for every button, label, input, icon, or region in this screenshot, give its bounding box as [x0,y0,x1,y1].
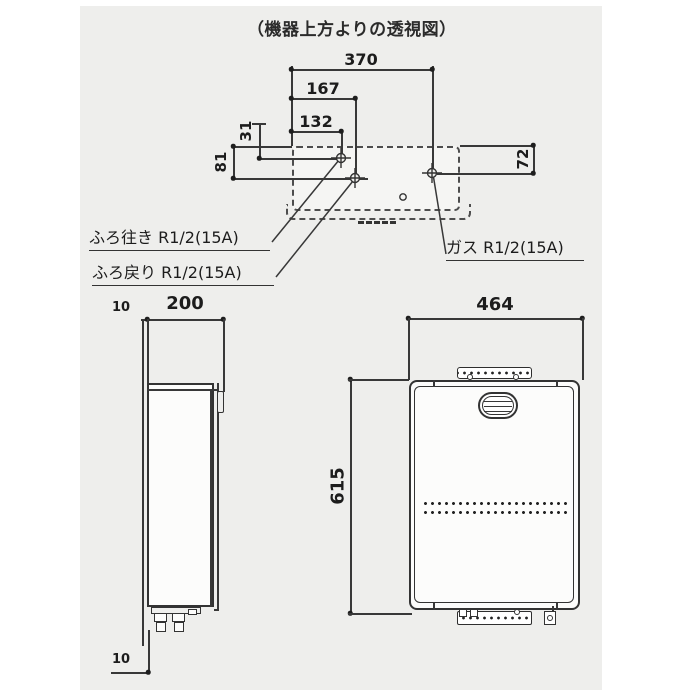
dim-615: 615 [327,467,349,505]
dim-dot [256,155,262,161]
dim-dot [288,128,294,134]
ext-line [355,98,357,181]
ext-line [259,158,341,160]
ext-line [291,66,293,146]
label-gas: ガス R1/2(15A) [446,234,584,261]
ext-line [432,66,434,178]
dim-dot [338,128,344,134]
ext-line [437,173,533,175]
ext-line [348,379,409,381]
side-fitting [172,613,185,622]
mount-tab [433,380,435,387]
leader-bath-supply [271,159,340,243]
dim-10-top: 10 [111,300,131,315]
dim-line-464 [408,318,582,320]
dim-dot [288,66,294,72]
ext-line [233,178,368,180]
dim-dot [230,143,236,149]
dim-132: 132 [299,112,333,131]
label-bath-return: ふろ戻り R1/2(15A) [92,259,274,286]
exhaust-slat [484,401,512,403]
dim-dot [429,66,435,72]
front-body-inner [414,386,574,603]
dim-line-132 [291,131,341,133]
exhaust-oval-inner [482,396,514,415]
side-front-panel-bottom [214,609,218,611]
dim-dot [352,95,358,101]
side-front-inner-line [210,389,212,607]
dim-dot [288,95,294,101]
wall-line [142,319,144,646]
ext-line [233,146,292,148]
top-view-drain-outline [358,221,396,224]
bottom-fitting-hole [547,615,553,621]
dim-167: 167 [306,79,340,98]
dim-line-72 [533,145,535,173]
dim-tick [252,123,266,125]
top-view-bottom-flange-outline [286,204,471,220]
side-front-panel [217,383,219,611]
side-top-plate [147,389,217,391]
ext-line [148,630,150,672]
bottom-terminal-strip [457,611,532,625]
ext-line [582,318,584,380]
dim-370: 370 [344,50,378,69]
ext-line [348,613,412,615]
small-hole [399,193,407,201]
ext-line [147,319,149,383]
side-latch [217,391,224,413]
bottom-tab [470,609,478,617]
dim-line-200 [141,319,223,321]
dim-line-370 [291,69,432,71]
ext-line [223,319,225,392]
diagram-title: （機器上方よりの透視図） [247,20,457,40]
dim-line-615 [350,379,352,613]
dim-dot [530,170,536,176]
label-bath-supply: ふろ往き R1/2(15A) [89,224,270,251]
side-body [147,383,214,607]
ext-line [460,145,533,147]
side-fitting [188,609,197,615]
dim-line-31 [259,123,261,158]
side-pipe-stub [156,622,166,632]
bottom-tab [459,609,467,617]
dim-200: 200 [166,293,204,314]
dim-line-167 [291,98,355,100]
side-fitting [154,613,167,622]
ext-line [341,131,343,163]
strip-notch [514,609,520,615]
mount-tab [556,380,558,387]
side-pipe-stub [174,622,184,632]
ext-line [408,318,410,380]
dim-dot [145,669,151,675]
front-vent-holes [420,497,570,516]
mount-tab [556,603,558,610]
strip-notch [513,374,519,380]
dim-dot [530,142,536,148]
dim-464: 464 [476,294,514,315]
exhaust-slat [484,406,512,408]
exhaust-slat [484,411,512,413]
dim-dot [230,175,236,181]
leader-bath-return [275,180,354,278]
dim-10-bottom: 10 [111,652,131,667]
leader-gas [432,173,447,255]
mount-tab [433,603,435,610]
dim-line-10-bottom [111,672,148,674]
bottom-fitting-tab [552,606,554,611]
dim-line-81 [233,146,235,178]
strip-notch [467,374,473,380]
